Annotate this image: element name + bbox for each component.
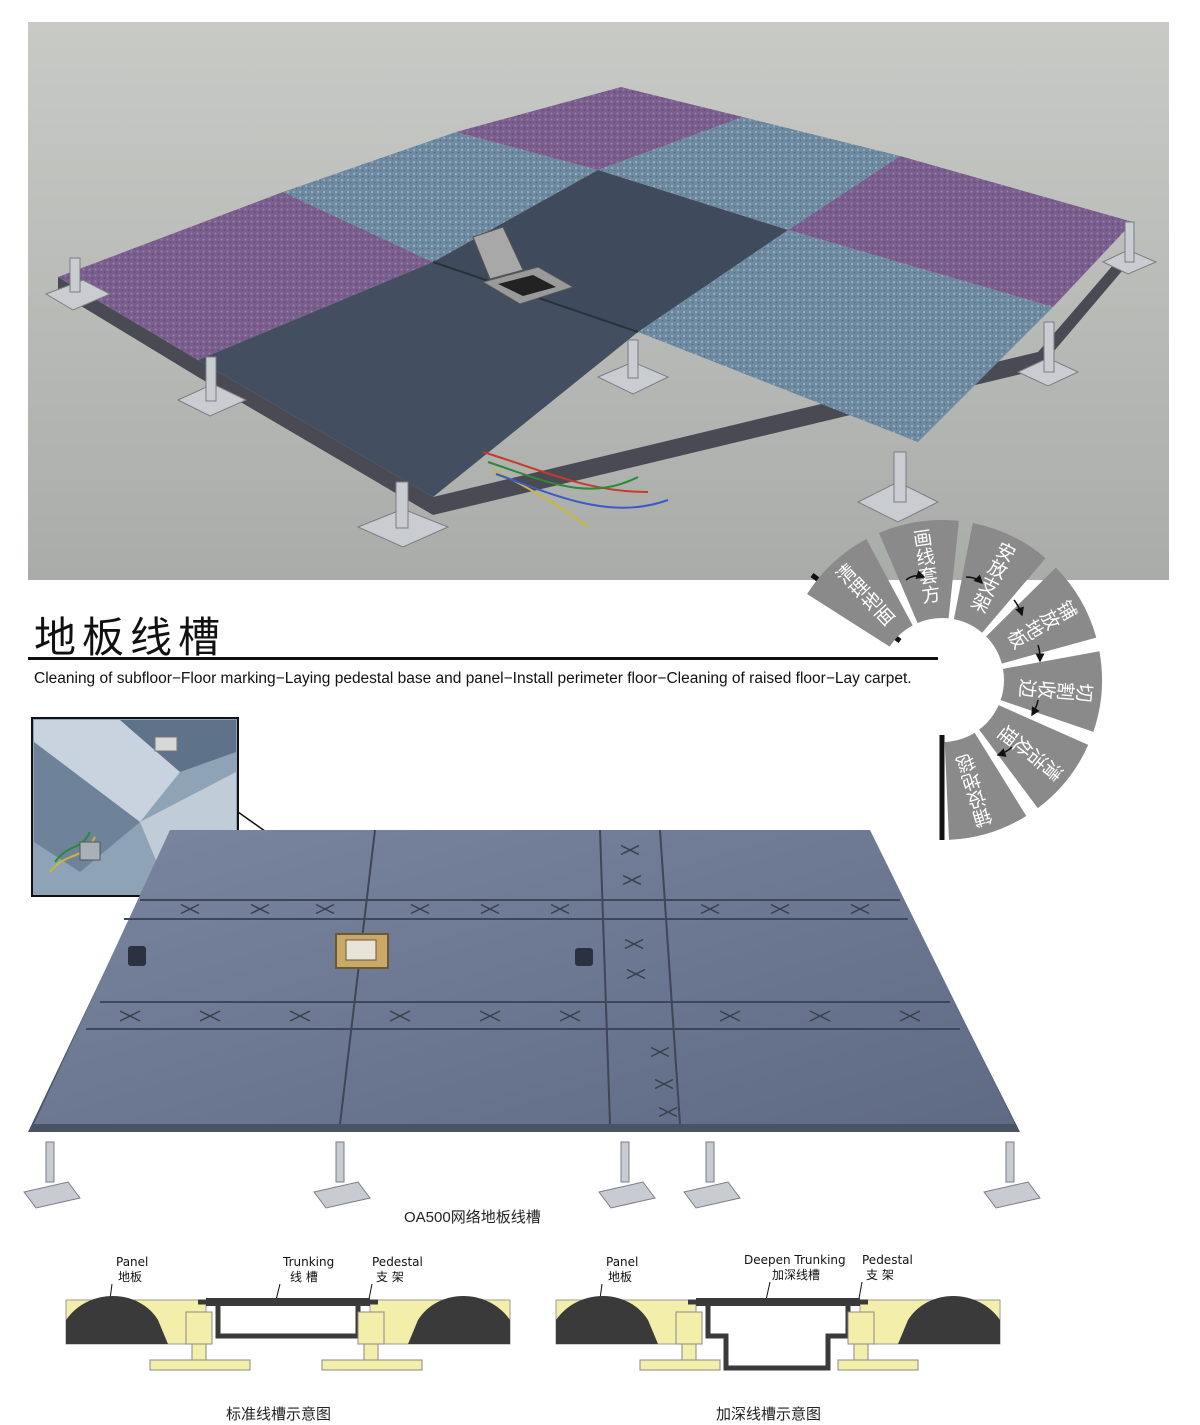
title-underline [28, 657, 938, 660]
trunking-label-en: Trunking [282, 1255, 334, 1269]
pedestal-label-cn: 支 架 [376, 1270, 404, 1284]
carpet-tile [58, 192, 433, 360]
standard-trunking-caption: 标准线槽示意图 [226, 1406, 332, 1423]
carpet-tile [456, 87, 743, 170]
panel-label-cn: 地板 [118, 1270, 142, 1284]
deepen-trunking-label-cn: 加深线槽 [772, 1268, 820, 1282]
step-segment [953, 522, 1046, 633]
carpet-tile [788, 156, 1133, 307]
access-panel [198, 262, 638, 497]
raised-floor-surface [34, 830, 1015, 1124]
panel-label-cn: 地板 [608, 1270, 632, 1284]
deepen-trunking-label-en: Deepen Trunking [744, 1253, 846, 1267]
pedestal-label-cn: 支 架 [866, 1268, 894, 1282]
carpet-tile [638, 230, 1053, 442]
pedestal-label-en: Pedestal [372, 1255, 423, 1269]
raised-floor-photo [28, 22, 1169, 580]
carpet-tile [283, 132, 598, 262]
oa500-floor-diagram [23, 717, 1041, 1209]
step-segment [807, 539, 913, 647]
deepen-trunking-caption: 加深线槽示意图 [716, 1406, 822, 1423]
pedestal-label-en: Pedestal [862, 1253, 913, 1267]
deepen-trunking-section: Panel 地板 Deepen Trunking 加深线槽 Pedestal 支… [555, 1253, 1001, 1371]
panel-label-en: Panel [606, 1255, 638, 1269]
step-segment [1000, 651, 1102, 732]
panel-label-en: Panel [116, 1255, 148, 1269]
step-segment [944, 732, 1027, 840]
trunking-label-cn: 线 槽 [290, 1270, 318, 1284]
page-title: 地板线槽 [34, 613, 227, 662]
floor-outlet-box [335, 933, 389, 969]
standard-trunking-section: Panel 地板 Trunking 线 槽 Pedestal 支 架 [65, 1255, 511, 1371]
carpet-tile [598, 117, 900, 230]
installation-step-wheel: 清理地面画线套方安放支架铺放地板切割收边清洁处理铺设地毯 [807, 520, 1102, 840]
installation-steps-english: Cleaning of subfloor−Floor marking−Layin… [34, 670, 912, 687]
oa500-caption: OA500网络地板线槽 [404, 1209, 541, 1226]
step-segment [979, 705, 1089, 809]
step-segment [986, 567, 1097, 664]
